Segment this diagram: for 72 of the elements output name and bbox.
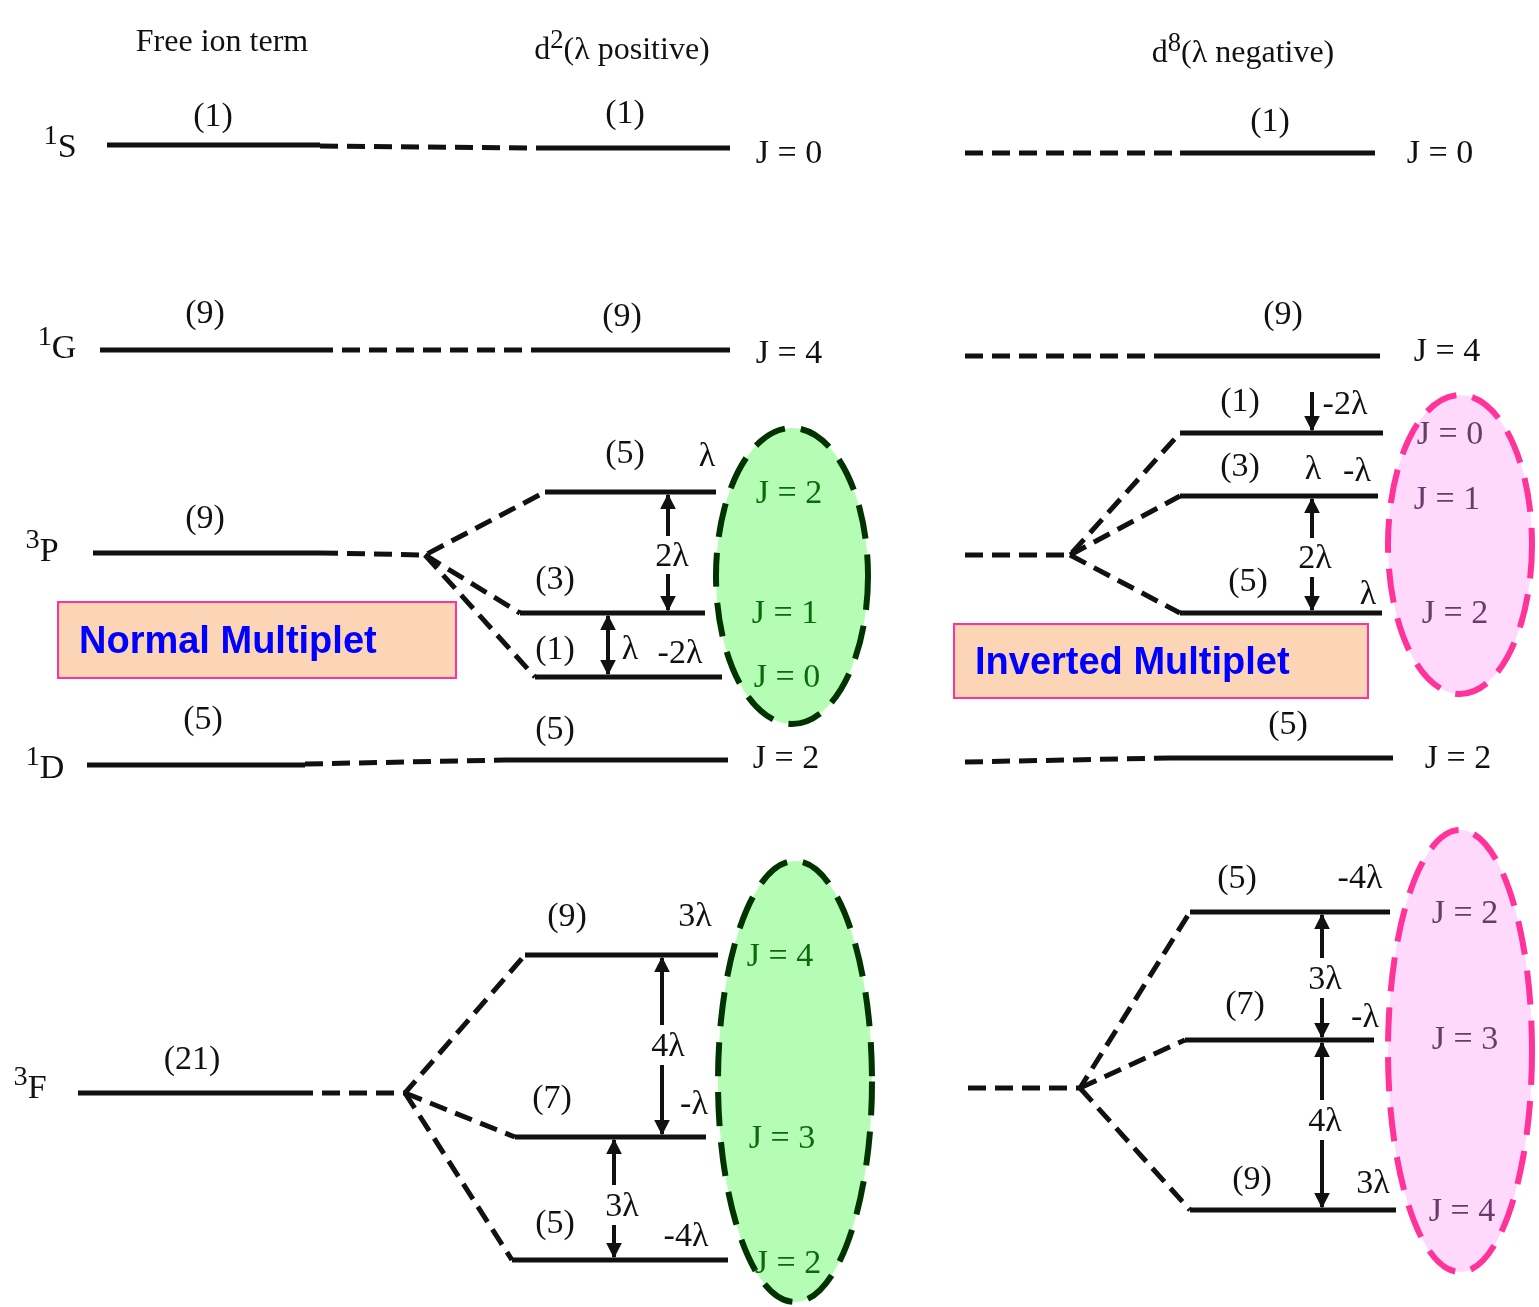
j-value-label: J = 3	[748, 1120, 816, 1154]
level-label: -2λ	[657, 635, 703, 669]
level-label: 4λ	[1308, 1103, 1342, 1137]
level-label: $^{1}$S	[43, 121, 77, 163]
level-label: (5)	[535, 711, 575, 745]
level-label: 2λ	[1298, 540, 1332, 574]
level-label: (7)	[1225, 986, 1265, 1020]
level-label: (1)	[1220, 383, 1260, 417]
j-value-label: J = 2	[755, 475, 823, 509]
level-label: 2λ	[655, 538, 689, 572]
level-label: -4λ	[663, 1218, 709, 1252]
level-label: (1)	[1250, 103, 1290, 137]
j-value-label: J = 4	[1428, 1193, 1496, 1227]
level-label: (3)	[1220, 448, 1260, 482]
level-label: λ	[698, 438, 716, 472]
j-value-label: J = 1	[1413, 481, 1481, 515]
level-label: J = 0	[755, 135, 823, 169]
level-label: (1)	[193, 98, 233, 132]
level-label: -2λ	[1322, 386, 1368, 420]
j-value-label: J = 1	[751, 595, 819, 629]
level-label: (1)	[605, 95, 645, 129]
level-label: $^{3}$P	[25, 525, 59, 567]
multiplet-label: Normal Multiplet	[79, 618, 377, 662]
j-value-label: J = 2	[754, 1245, 822, 1279]
level-label: J = 4	[1413, 333, 1481, 367]
j-value-label: J = 2	[1421, 595, 1489, 629]
level-label: (5)	[183, 701, 223, 735]
level-label: (9)	[185, 500, 225, 534]
multiplet-label: Inverted Multiplet	[975, 639, 1290, 683]
label-box	[57, 601, 457, 679]
level-label: (5)	[535, 1205, 575, 1239]
level-label: 3λ	[678, 898, 712, 932]
level-label: (5)	[1228, 563, 1268, 597]
level-label: (1)	[535, 631, 575, 665]
level-label: 3λ	[1356, 1165, 1390, 1199]
level-label: J = 4	[755, 335, 823, 369]
level-label: -λ	[1351, 999, 1379, 1033]
label-box	[953, 623, 1369, 699]
level-label: (9)	[1232, 1161, 1272, 1195]
level-label: λ	[1304, 451, 1322, 485]
j-value-label: J = 2	[1431, 895, 1499, 929]
level-label: (7)	[532, 1080, 572, 1114]
level-label: -λ	[1343, 453, 1371, 487]
level-label: $^{1}$D	[25, 742, 65, 784]
level-label: J = 0	[1406, 135, 1474, 169]
level-label: (3)	[535, 561, 575, 595]
level-label: (5)	[1268, 706, 1308, 740]
level-label: λ	[1359, 576, 1377, 610]
level-label: J = 2	[752, 740, 820, 774]
j-value-label: J = 3	[1431, 1021, 1499, 1055]
level-label: (5)	[605, 435, 645, 469]
level-label: (9)	[547, 898, 587, 932]
j-value-label: J = 4	[746, 938, 814, 972]
level-label: (5)	[1217, 860, 1257, 894]
level-label: (9)	[602, 298, 642, 332]
j-value-label: J = 0	[753, 659, 821, 693]
level-label: 4λ	[651, 1028, 685, 1062]
column-heading: d$^{8}$(λ negative)	[1151, 28, 1335, 68]
level-label: -4λ	[1337, 860, 1383, 894]
j-value-label: J = 0	[1416, 416, 1484, 450]
level-label: $^{3}$F	[13, 1062, 47, 1104]
level-label: (21)	[163, 1041, 221, 1075]
level-label: 3λ	[1308, 961, 1342, 995]
level-label: 3λ	[605, 1188, 639, 1222]
level-label: -λ	[680, 1086, 708, 1120]
level-label: λ	[621, 631, 639, 665]
column-heading: Free ion term	[135, 24, 309, 56]
level-label: (9)	[185, 295, 225, 329]
level-label: (9)	[1263, 296, 1303, 330]
column-heading: d$^{2}$(λ positive)	[534, 25, 710, 65]
level-label: $^{1}$G	[37, 322, 77, 364]
level-label: J = 2	[1424, 740, 1492, 774]
